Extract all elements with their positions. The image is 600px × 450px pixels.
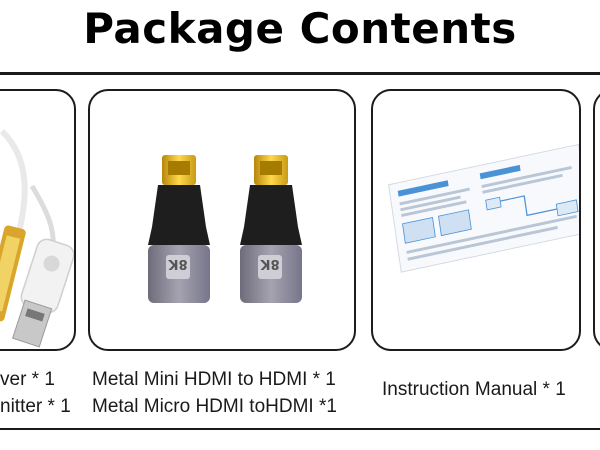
caption-line: Instruction Manual * 1 [382,379,566,400]
caption-line: ver * 1 [0,369,55,390]
item-card-next [593,89,600,351]
item-caption-manual: Instruction Manual * 1 [382,376,566,403]
bottom-divider [0,428,600,430]
adapter-badge: 8K [260,256,280,271]
caption-line: nitter * 1 [0,396,71,417]
hdmi-adapter-icon: 8K 8K [148,155,302,303]
adapter-badge: 8K [168,256,188,271]
manual-sheet-icon [388,143,579,273]
caption-line: Metal Micro HDMI toHDMI *1 [92,396,337,417]
item-card-manual [371,89,581,351]
page-title: Package Contents [83,4,517,53]
caption-line: Metal Mini HDMI to HDMI * 1 [92,369,336,390]
item-caption-cable: ver * 1 nitter * 1 [0,366,71,420]
item-caption-adapters: Metal Mini HDMI to HDMI * 1 Metal Micro … [92,366,337,420]
adapter-micro: 8K [240,155,302,303]
item-card-adapters: 8K 8K [88,89,356,351]
item-card-cable [0,89,76,351]
top-divider [0,72,600,75]
adapter-mini: 8K [148,155,210,303]
hdmi-cable-icon [0,128,74,348]
